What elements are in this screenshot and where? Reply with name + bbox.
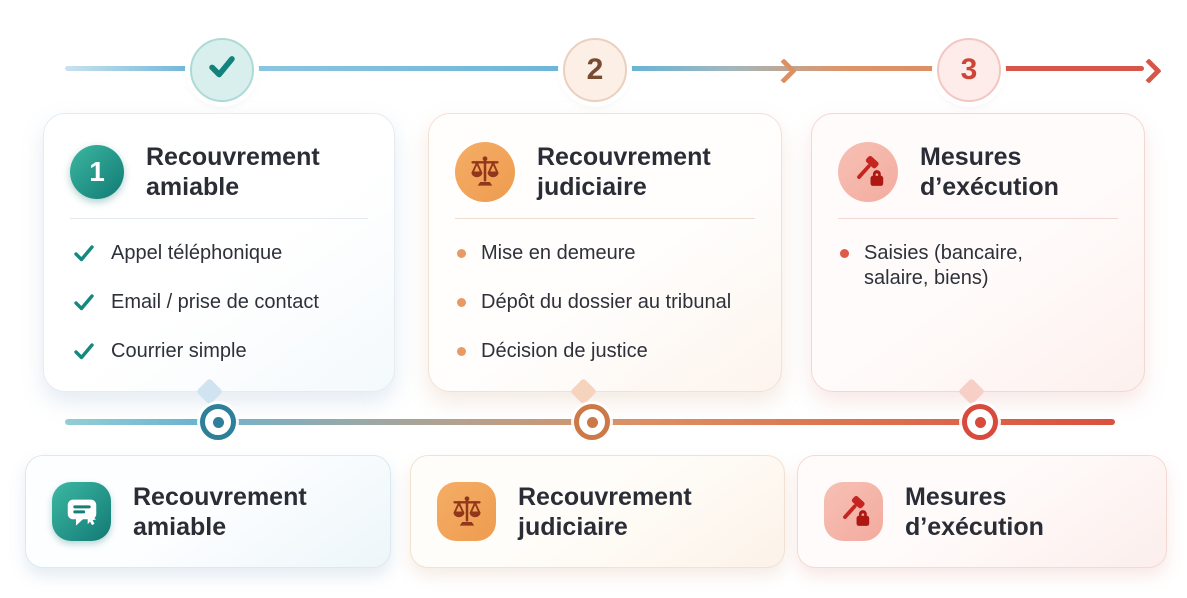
check-icon: [72, 241, 96, 265]
summary-card-recouvrement-amiable: Recouvrement amiable: [25, 455, 391, 568]
bullet-icon: [840, 249, 849, 258]
gavel-lock-icon: [838, 142, 898, 202]
card-list: Appel téléphonique Email / prise de cont…: [44, 219, 394, 364]
step-1-done-marker: [190, 38, 254, 102]
bullet-icon: [457, 249, 466, 258]
summary-card-title: Recouvrement judiciaire: [518, 482, 692, 541]
chat-bubble-icon: [52, 482, 111, 541]
list-item-label: Décision de justice: [481, 340, 648, 362]
list-item: Email / prise de contact: [72, 290, 370, 315]
card-list: Mise en demeure Dépôt du dossier au trib…: [429, 219, 781, 364]
scales-of-justice-icon: [455, 142, 515, 202]
top-timeline-segment-4: [998, 66, 1144, 71]
timeline-dot-2: [574, 404, 610, 440]
arrow-right-icon: [771, 58, 797, 84]
bullet-icon: [457, 298, 466, 307]
divider: [70, 218, 368, 219]
scales-of-justice-icon: [437, 482, 496, 541]
bullet-icon: [457, 347, 466, 356]
gavel-lock-icon: [824, 482, 883, 541]
check-icon: [72, 339, 96, 363]
card-recouvrement-amiable: 1 Recouvrement amiable Appel téléphoniqu…: [43, 113, 395, 405]
card-header: 1 Recouvrement amiable: [44, 114, 394, 218]
card-header: Mesures d’exécution: [812, 114, 1144, 218]
list-item: Appel téléphonique: [72, 241, 370, 266]
summary-card-title: Recouvrement amiable: [133, 482, 307, 541]
summary-card-recouvrement-judiciaire: Recouvrement judiciaire: [410, 455, 785, 568]
step-2-number: 2: [586, 53, 604, 86]
step-2-marker: 2: [563, 38, 627, 102]
card-title: Mesures d’exécution: [920, 143, 1059, 201]
card-pointer: [196, 378, 223, 405]
card-title: Recouvrement judiciaire: [537, 143, 711, 201]
summary-card-mesures-execution: Mesures d’exécution: [797, 455, 1167, 568]
timeline-dot-1: [200, 404, 236, 440]
list-item: Dépôt du dossier au tribunal: [457, 290, 757, 315]
list-item-label: Courrier simple: [111, 340, 247, 362]
card-pointer: [570, 378, 597, 405]
list-item-label: Mise en demeure: [481, 242, 636, 264]
step-3-number: 3: [960, 53, 978, 86]
check-icon: [205, 49, 239, 91]
timeline-dot-3: [962, 404, 998, 440]
list-item-label: Email / prise de contact: [111, 291, 319, 313]
card-list: Saisies (bancaire, salaire, biens): [812, 219, 1144, 291]
top-timeline-segment-2: [251, 66, 562, 71]
card-recouvrement-judiciaire: Recouvrement judiciaire Mise en demeure …: [428, 113, 782, 405]
step-3-marker: 3: [937, 38, 1001, 102]
step-1-badge: 1: [70, 145, 124, 199]
list-item-label: Appel téléphonique: [111, 242, 283, 264]
divider: [455, 218, 755, 219]
card-pointer: [958, 378, 985, 405]
divider: [838, 218, 1118, 219]
card-header: Recouvrement judiciaire: [429, 114, 781, 218]
check-icon: [72, 290, 96, 314]
list-item: Courrier simple: [72, 339, 370, 364]
card-mesures-execution: Mesures d’exécution Saisies (bancaire, s…: [811, 113, 1145, 405]
list-item-label: Dépôt du dossier au tribunal: [481, 291, 732, 313]
list-item: Mise en demeure: [457, 241, 757, 266]
list-item-label: Saisies (bancaire, salaire, biens): [864, 242, 1023, 289]
top-timeline-segment-3: [624, 66, 936, 71]
list-item: Décision de justice: [457, 339, 757, 364]
badge-number: 1: [89, 156, 105, 187]
list-item: Saisies (bancaire, salaire, biens): [840, 241, 1120, 291]
card-title: Recouvrement amiable: [146, 143, 320, 201]
arrow-right-icon: [1136, 58, 1162, 84]
top-timeline-segment-1: [65, 66, 191, 71]
summary-card-title: Mesures d’exécution: [905, 482, 1044, 541]
